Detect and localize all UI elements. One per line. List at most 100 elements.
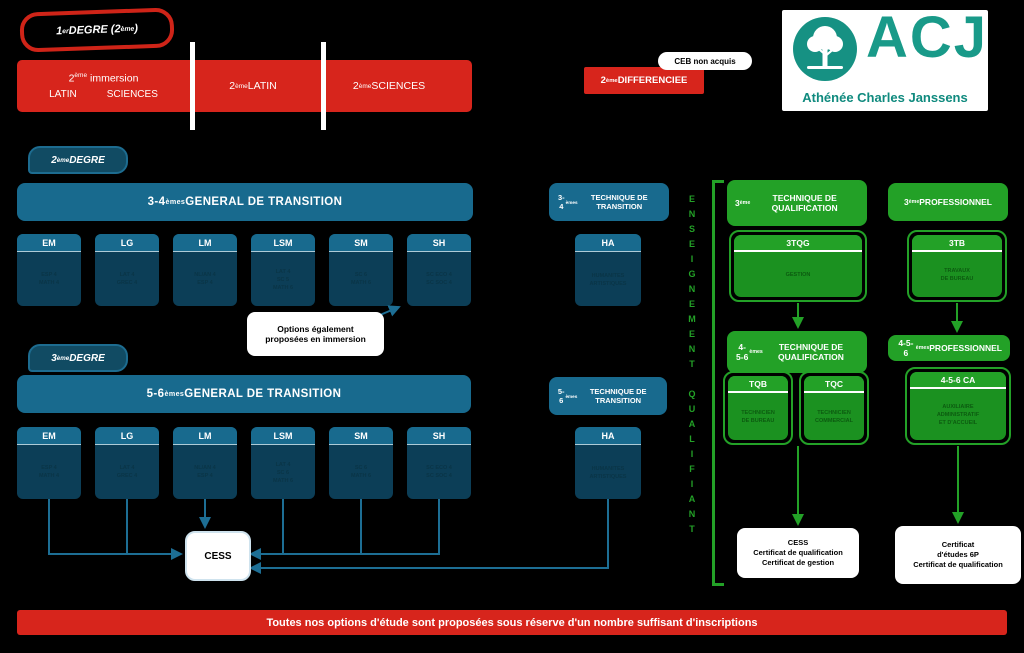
course-line: TECHNICIEN — [817, 409, 851, 416]
option-courses: SC ECO 4 SC SOC 4 — [407, 252, 471, 306]
course-line: SC SOC 4 — [426, 472, 452, 479]
course-line: MATH 6 — [272, 284, 294, 291]
option-label: SM — [329, 234, 393, 252]
tree-icon — [793, 17, 857, 81]
technique-transition-34-box: 3-4 èmes TECHNIQUE DE TRANSITION — [549, 183, 669, 221]
option-courses: SC 6 MATH 6 — [329, 252, 393, 306]
course-line: TRAVAUX — [944, 267, 970, 274]
course-line: ESP 4 — [197, 279, 213, 286]
option-courses: SC ECO 4 SC SOC 4 — [407, 445, 471, 499]
box-3tqg: 3TQG GESTION — [729, 230, 867, 302]
course-line: ADMINISTRATIF — [936, 411, 980, 418]
course-line: GESTION — [785, 271, 811, 278]
course-line: LAT 4 — [275, 268, 291, 275]
box-3tb: 3TB TRAVAUX DE BUREAU — [907, 230, 1007, 302]
box-courses: AUXILIAIRE ADMINISTRATIF ET D'ACCUEIL — [910, 389, 1006, 440]
option-box-lm-56: LM NL/AN 4 ESP 4 — [173, 427, 237, 499]
option-box-lm-34: LM NL/AN 4 ESP 4 — [173, 234, 237, 306]
option-label: LM — [173, 234, 237, 252]
school-logo: ACJ Athénée Charles Janssens — [782, 5, 988, 111]
course-line: MATH 6 — [272, 477, 294, 484]
course-line: SC 5 — [276, 276, 290, 283]
option-courses: ESP 4 MATH 4 — [17, 445, 81, 499]
course-line: AUXILIAIRE — [942, 403, 974, 410]
option-label: LM — [173, 427, 237, 445]
box-456ca: 4-5-6 CA AUXILIAIRE ADMINISTRATIF ET D'A… — [905, 367, 1011, 445]
option-box-ha-34: HA HUMANITES ARTISTIQUES — [575, 234, 641, 306]
general-transition-34-bar: 3-4 èmes GENERAL DE TRANSITION — [17, 183, 473, 221]
cess-label: CESS — [204, 550, 232, 562]
qualifiant-bracket — [712, 180, 724, 586]
option-box-sh-56: SH SC ECO 4 SC SOC 4 — [407, 427, 471, 499]
separator-line — [190, 42, 195, 130]
option-label: LG — [95, 427, 159, 445]
option-label: HA — [575, 427, 641, 445]
option-courses: ESP 4 MATH 4 — [17, 252, 81, 306]
option-courses: LAT 4 GREC 4 — [95, 252, 159, 306]
cert-p-box: Certificat d'études 6P Certificat de qua… — [895, 526, 1021, 584]
course-line: LAT 4 — [119, 271, 135, 278]
cert-line: d'études 6P — [937, 549, 979, 559]
option-label: HA — [575, 234, 641, 252]
immersion-sciences-label: SCIENCES — [106, 89, 158, 101]
note-line: proposées en immersion — [265, 334, 366, 344]
cert-line: CESS — [787, 537, 809, 547]
note-line: Options également — [277, 324, 354, 334]
cert-line: Certificat de gestion — [761, 558, 835, 568]
box-tqc: TQC TECHNICIEN COMMERCIAL — [799, 371, 869, 445]
option-box-lg-56: LG LAT 4 GREC 4 — [95, 427, 159, 499]
option-courses: SC 6 MATH 6 — [329, 445, 393, 499]
cert-tq-box: CESS Certificat de qualification Certifi… — [737, 528, 859, 578]
course-line: SC ECO 4 — [426, 271, 452, 278]
option-box-sh-34: SH SC ECO 4 SC SOC 4 — [407, 234, 471, 306]
course-line: LAT 4 — [275, 461, 291, 468]
option-box-em-34: EM ESP 4 MATH 4 — [17, 234, 81, 306]
course-line: MATH 6 — [350, 472, 372, 479]
box-courses: GESTION — [734, 252, 862, 297]
immersion-options-note: Options également proposées en immersion — [247, 312, 384, 356]
option-label: EM — [17, 427, 81, 445]
option-box-lsm-56: LSM LAT 4 SC 6 MATH 6 — [251, 427, 315, 499]
option-box-ha-56: HA HUMANITES ARTISTIQUES — [575, 427, 641, 499]
course-line: SC 6 — [354, 271, 368, 278]
box-label: TQB — [728, 376, 788, 393]
option-courses: NL/AN 4 ESP 4 — [173, 445, 237, 499]
box-courses: TECHNICIEN DE BUREAU — [728, 393, 788, 440]
option-courses: HUMANITES ARTISTIQUES — [575, 445, 641, 499]
course-line: NL/AN 4 — [194, 271, 216, 278]
course-line: ET D'ACCUEIL — [938, 419, 978, 426]
box-label: 3TB — [912, 235, 1002, 252]
ceb-non-acquis-badge: CEB non acquis — [658, 52, 752, 70]
box-tqb: TQB TECHNICIEN DE BUREAU — [723, 371, 793, 445]
course-line: DE BUREAU — [940, 275, 974, 282]
course-line: MATH 4 — [38, 279, 60, 286]
option-courses: LAT 4 SC 6 MATH 6 — [251, 445, 315, 499]
cert-line: Certificat de qualification — [753, 547, 843, 557]
course-line: DE BUREAU — [741, 417, 775, 424]
option-box-sm-56: SM SC 6 MATH 6 — [329, 427, 393, 499]
option-box-em-56: EM ESP 4 MATH 4 — [17, 427, 81, 499]
course-line: ARTISTIQUES — [589, 473, 627, 480]
cert-line: Certificat de qualification — [913, 560, 1003, 570]
option-label: LG — [95, 234, 159, 252]
box-courses: TECHNICIEN COMMERCIAL — [804, 393, 864, 440]
course-line: ARTISTIQUES — [589, 280, 627, 287]
course-line: TECHNICIEN — [741, 409, 775, 416]
option-label: SH — [407, 427, 471, 445]
option-box-lsm-34: LSM LAT 4 SC 5 MATH 6 — [251, 234, 315, 306]
option-courses: LAT 4 GREC 4 — [95, 445, 159, 499]
option-label: SM — [329, 427, 393, 445]
immersion-languages: LATIN SCIENCES — [49, 89, 158, 100]
course-line: HUMANITES — [591, 272, 625, 279]
